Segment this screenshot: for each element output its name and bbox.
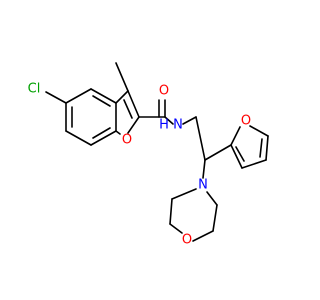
molecule-structure-diagram: Cl O N H O O N O: [27, 62, 269, 248]
bond-ch-morph-n: [202, 159, 206, 179]
bond-c2-o1: [127, 116, 140, 134]
atom-n-morpholine: N: [198, 178, 208, 193]
atom-labels: Cl O N H O O N O: [28, 82, 251, 248]
bond-mc3-mo: [169, 223, 183, 234]
bond-c4-c3a-inner: [92, 95, 111, 107]
bond-c3a-c3: [115, 90, 129, 104]
bond-c3-c2-inner: [123, 99, 133, 119]
bond-mc6-mn: [206, 191, 218, 206]
atom-n-amide: N: [173, 118, 183, 133]
bond-mc5-mc6: [212, 204, 218, 232]
bond-n-ch2: [182, 116, 197, 125]
bond-fc4-fc3: [241, 159, 267, 169]
bond-mo-mc5: [192, 230, 214, 242]
bond-ch-furan: [204, 144, 232, 161]
bond-c7a-c7: [90, 130, 117, 146]
bond-c7a-c7-inner: [92, 127, 111, 139]
bond-fc5-fc4-inner: [259, 138, 263, 158]
atom-o-benzofuran: O: [122, 133, 132, 148]
bond-fc3-fc2-inner: [235, 146, 245, 162]
atom-cl: Cl: [28, 82, 41, 97]
bond-c7-c6: [65, 130, 92, 146]
bond-mn-mc2: [171, 188, 197, 200]
bond-o1-c7a: [115, 130, 121, 135]
bond-mc2-mc3: [169, 198, 173, 225]
bond-c3-methyl: [115, 62, 129, 92]
bond-fc2-fo: [230, 126, 241, 146]
bond-c5-c4: [65, 88, 92, 104]
bond-ch2-ch: [195, 116, 206, 161]
bond-carbonyl-n: [164, 116, 174, 125]
bond-fc3-fc2: [230, 144, 243, 169]
atom-o-carbonyl: O: [159, 84, 169, 99]
bond-fc5-fc4: [265, 135, 269, 161]
bond-c5-cl: [45, 91, 67, 104]
atom-o-furan: O: [241, 114, 251, 129]
bond-c4-c3a: [90, 88, 117, 104]
atom-o-morpholine: O: [182, 233, 192, 248]
bond-fo-fc5: [249, 125, 269, 137]
atom-h-amide: H: [159, 118, 169, 133]
bond-c3-c2: [127, 90, 140, 118]
bonds: [45, 62, 269, 242]
